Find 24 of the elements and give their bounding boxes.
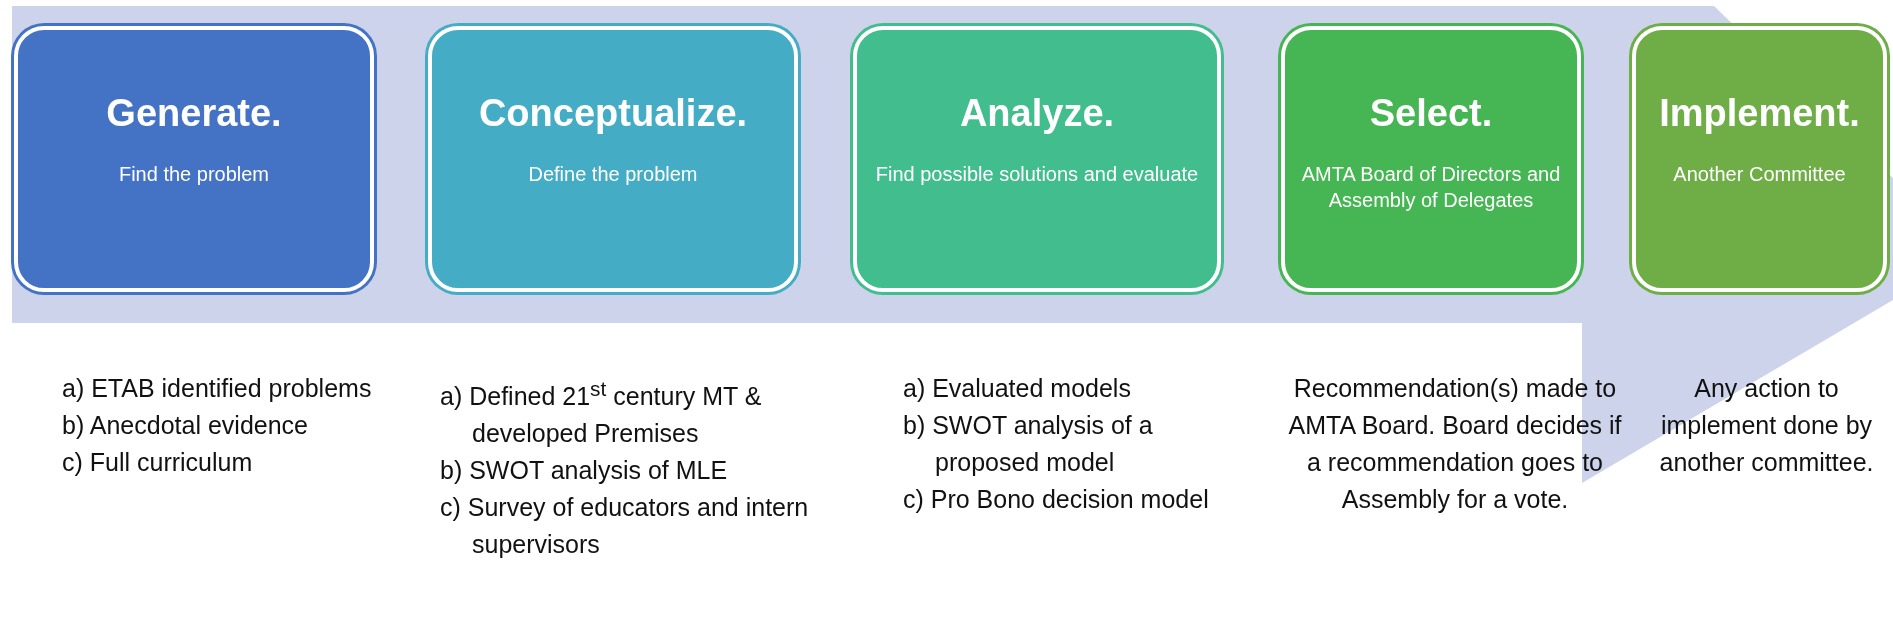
step-note: c) Survey of educators and intern supervisors (440, 492, 810, 561)
step-title: Analyze. (959, 92, 1115, 135)
step-note: Recommendation(s) made to AMTA Board. Board decides if a recommendation goes to Assembly for a vote. (1287, 373, 1623, 515)
step-description: Another Committee (1673, 162, 1846, 187)
step-box (853, 26, 1221, 292)
step-box (14, 26, 374, 292)
step-description: Find the problem (118, 162, 270, 187)
step-title: Generate. (106, 92, 282, 135)
step-title: Select. (1369, 92, 1493, 135)
step-title: Implement. (1659, 92, 1860, 135)
step-note: a) Evaluated models (903, 373, 1132, 404)
step-title: Conceptualize. (478, 92, 748, 135)
step-note: c) Full curriculum (62, 447, 254, 478)
step-description: Find possible solutions and evaluate (875, 162, 1199, 187)
step-note: b) Anecdotal evidence (62, 410, 309, 441)
step-box (428, 26, 798, 292)
step-description: Define the problem (528, 162, 698, 187)
step-box (1632, 26, 1887, 292)
step-note: c) Pro Bono decision model (903, 484, 1210, 515)
step-description: AMTA Board of Directors and Assembly of Delegates (1300, 162, 1562, 213)
step-note: a) ETAB identified problems (62, 373, 373, 404)
step-box (1281, 26, 1581, 292)
step-note: Any action to implement done by another committee. (1658, 373, 1875, 478)
step-note: b) SWOT analysis of MLE (440, 455, 729, 487)
